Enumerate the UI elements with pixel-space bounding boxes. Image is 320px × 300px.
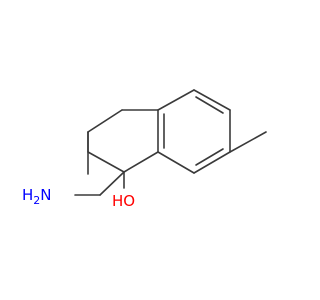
bond-c2-c3 [87, 109, 123, 133]
atom-labels: H2N HO [22, 186, 135, 210]
bond-methyl [229, 131, 267, 153]
bond-left-lower-to-c1 [87, 151, 125, 173]
bond-c7-c8 [193, 151, 231, 174]
bond-c5-c6-inner [195, 96, 224, 114]
bonds [74, 89, 267, 196]
bond-c7-c8-inner [195, 148, 224, 166]
amine-h2-label: H2N [22, 186, 52, 207]
molecule-structure: H2N HO [22, 89, 267, 210]
bond-c8-c8a [157, 151, 195, 174]
hydroxyl-label: HO [112, 192, 135, 210]
bond-c1-ch2 [99, 171, 125, 196]
bond-c4a-c5 [157, 89, 195, 111]
bond-c1-c8a [123, 151, 159, 173]
bond-c5-c6 [193, 89, 231, 111]
